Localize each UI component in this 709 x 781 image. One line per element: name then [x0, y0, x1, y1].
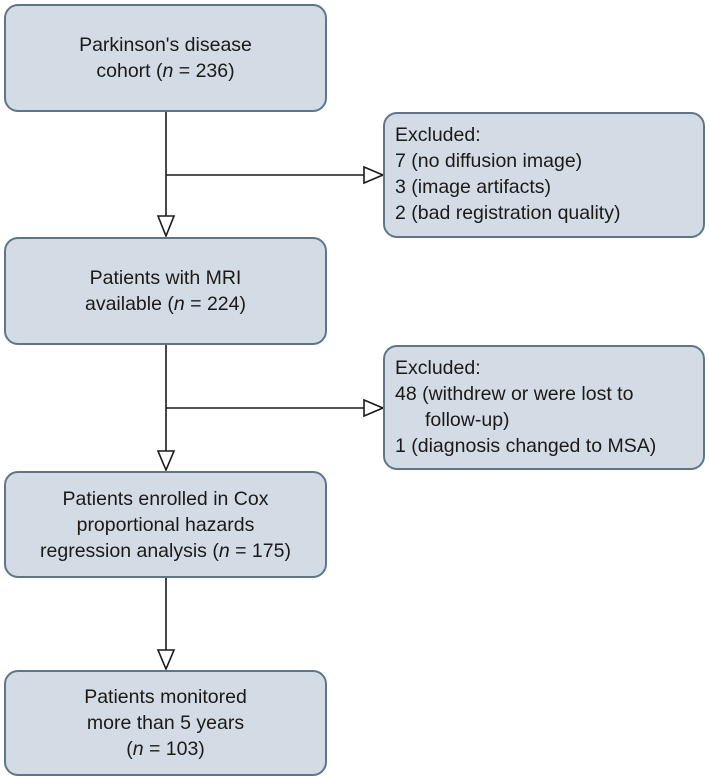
exclusion-box-1: Excluded: 7 (no diffusion image) 3 (imag… — [383, 112, 705, 238]
cox-line-3: regression analysis (n = 175) — [40, 539, 291, 562]
arrowhead-right-2 — [363, 398, 386, 418]
exclusion-1-item-2: 3 (image artifacts) — [395, 176, 552, 198]
mri-line-1: Patients with MRI — [89, 267, 242, 289]
arrowhead-down-1 — [156, 215, 176, 239]
cox-analysis-box: Patients enrolled in Cox proportional ha… — [4, 471, 327, 578]
exclusion-2-title: Excluded: — [395, 357, 481, 379]
exclusion-2-item-1-cont: follow-up) — [425, 409, 510, 431]
monitored-line-2: more than 5 years — [86, 712, 245, 734]
cox-line-2: proportional hazards — [76, 513, 255, 536]
exclusion-1-title: Excluded: — [395, 124, 481, 146]
cohort-line-2: cohort (n = 236) — [96, 60, 235, 82]
exclusion-2-item-2: 1 (diagnosis changed to MSA) — [395, 435, 657, 457]
arrowhead-right-1 — [363, 165, 386, 185]
monitored-line-3: (n = 103) — [126, 738, 205, 760]
arrowhead-down-2 — [156, 450, 176, 473]
monitored-line-1: Patients monitored — [84, 686, 247, 708]
exclusion-1-item-1: 7 (no diffusion image) — [395, 150, 583, 172]
cohort-line-1: Parkinson's disease — [79, 34, 252, 56]
mri-available-box: Patients with MRI available (n = 224) — [4, 237, 327, 345]
arrowhead-down-3 — [156, 649, 176, 672]
cox-line-1: Patients enrolled in Cox — [62, 487, 269, 510]
exclusion-2-item-1: 48 (withdrew or were lost to — [395, 383, 634, 405]
exclusion-box-2: Excluded: 48 (withdrew or were lost to f… — [383, 345, 705, 470]
mri-line-2: available (n = 224) — [84, 293, 246, 315]
cohort-box: Parkinson's disease cohort (n = 236) — [4, 4, 327, 112]
exclusion-1-item-3: 2 (bad registration quality) — [395, 202, 621, 224]
monitored-box: Patients monitored more than 5 years (n … — [4, 670, 327, 776]
